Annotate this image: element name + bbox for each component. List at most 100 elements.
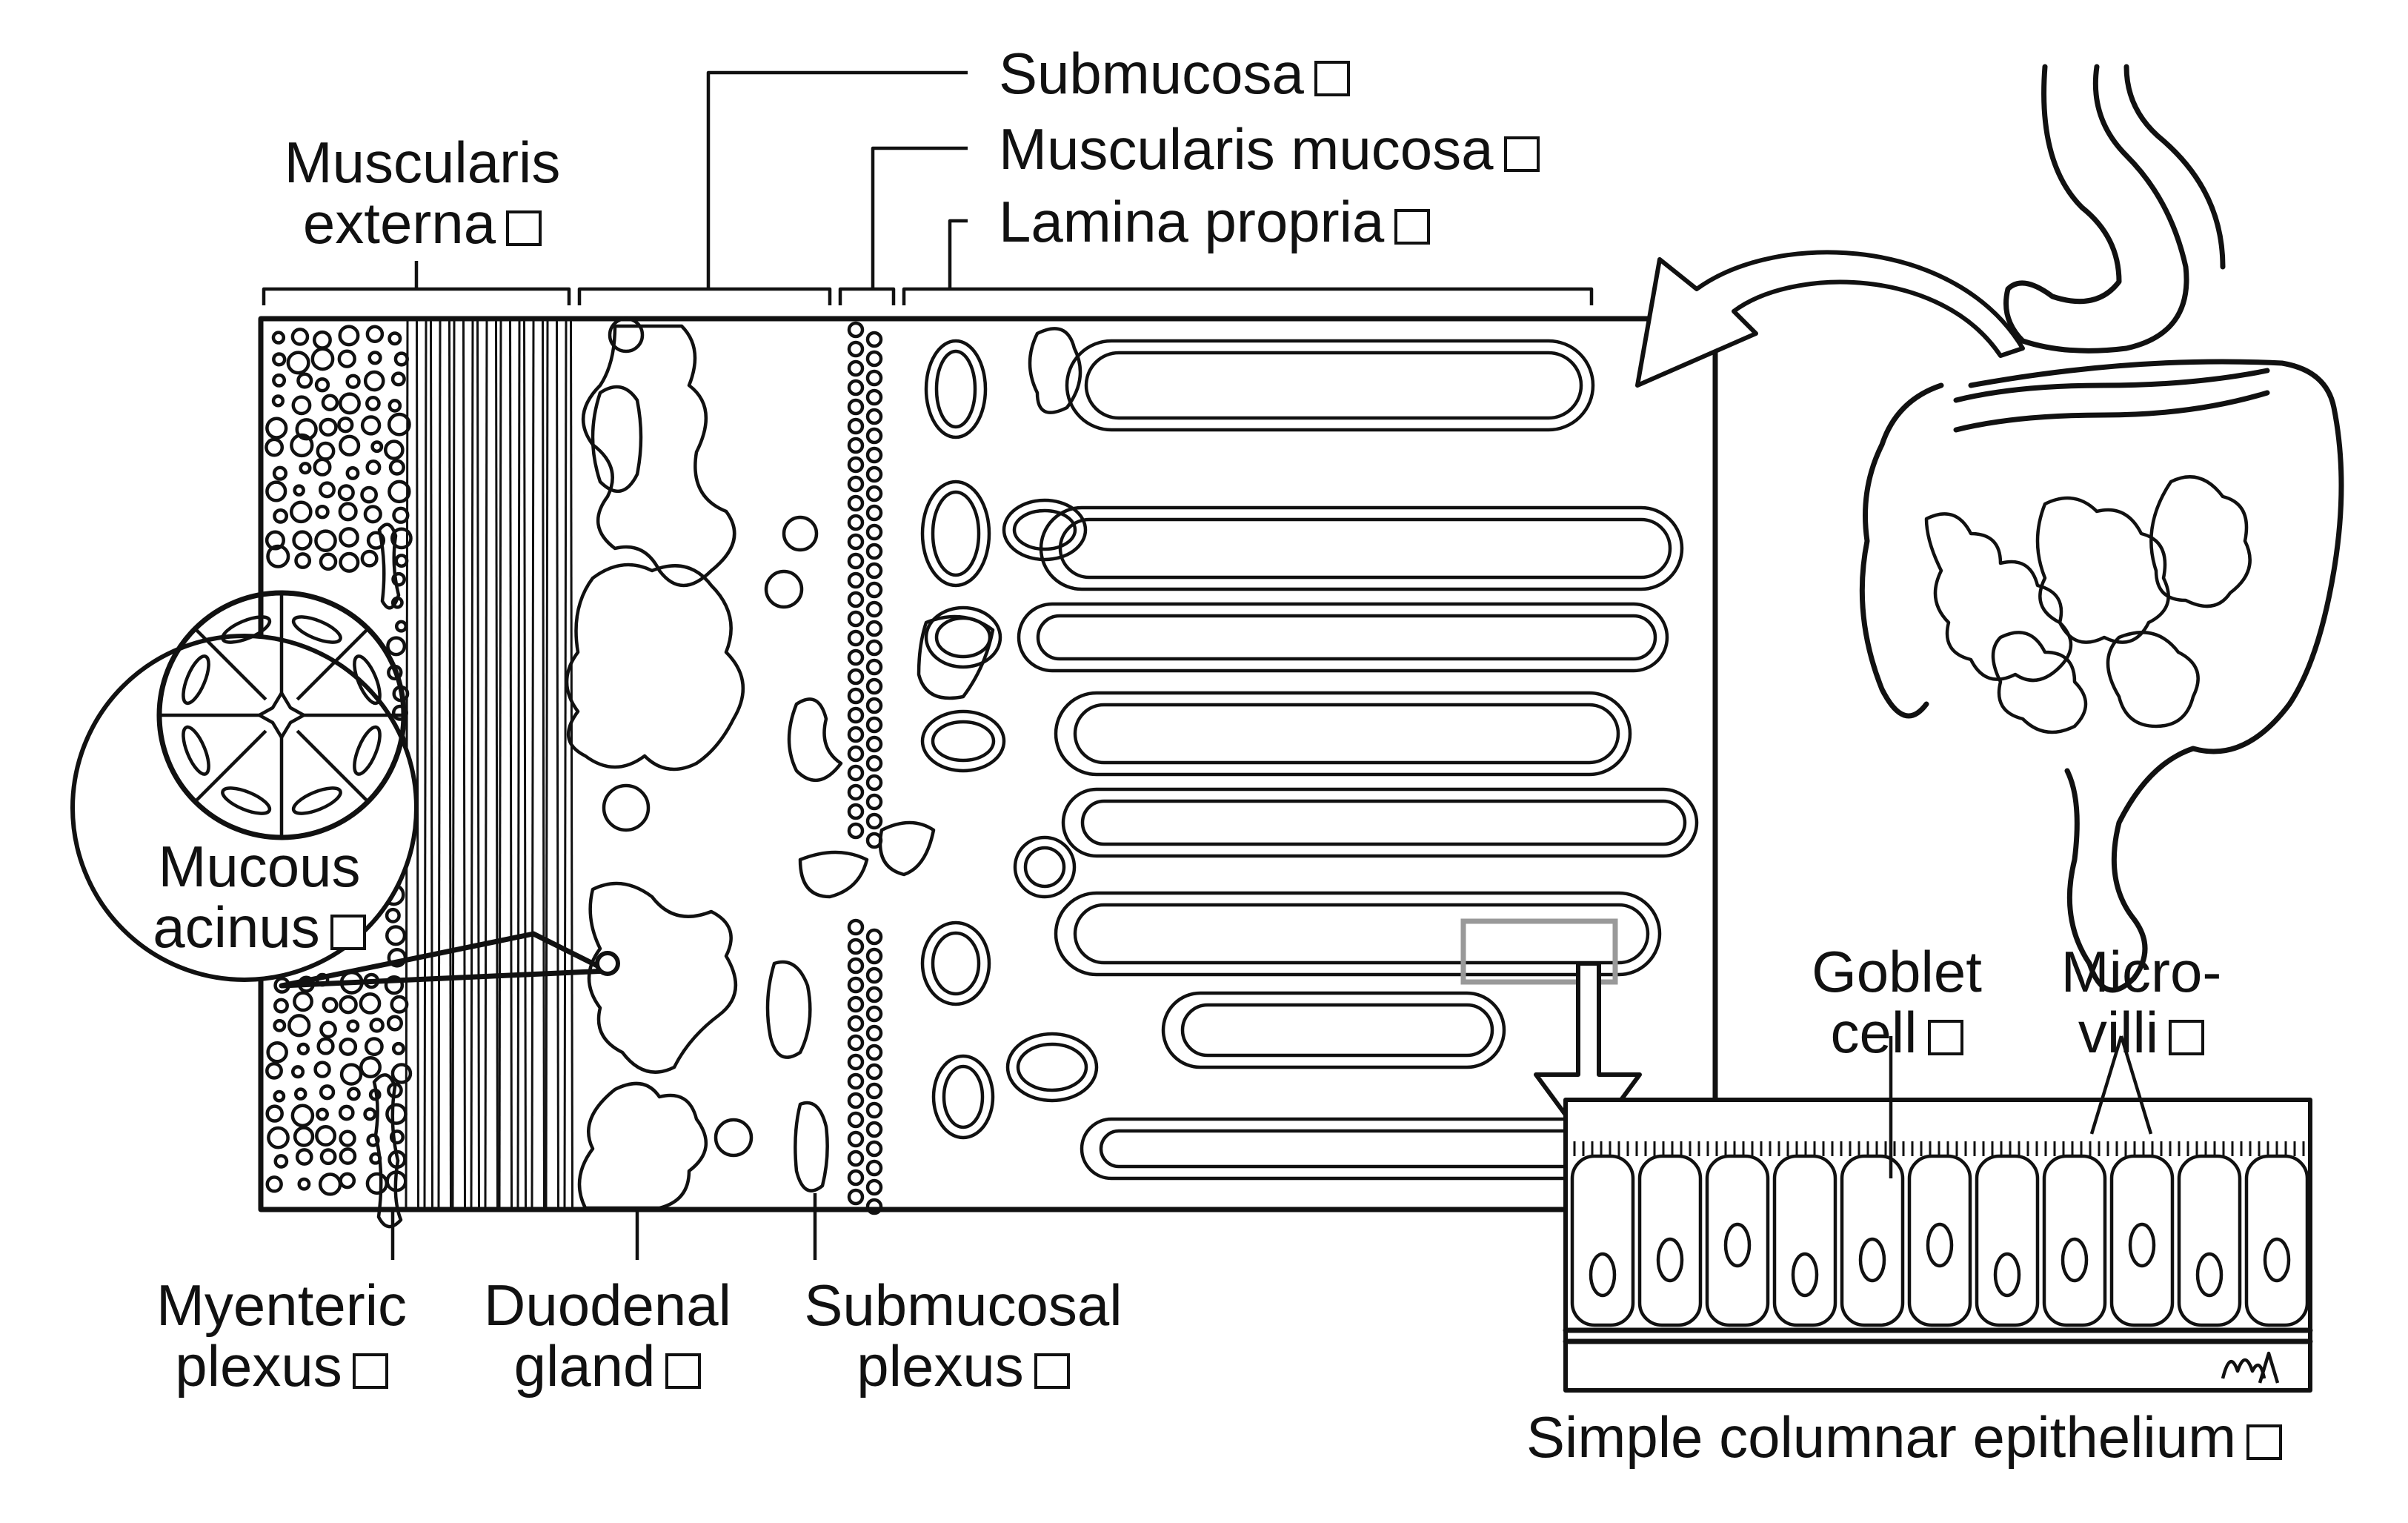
crypt-inner	[942, 1064, 985, 1129]
muscle-dot	[297, 1177, 311, 1191]
muscle-dot	[384, 975, 405, 995]
answer-checkbox-muscularis-mucosa[interactable]	[1503, 136, 1540, 172]
answer-checkbox-submucosa[interactable]	[1314, 61, 1350, 96]
muscle-fiber-line	[448, 319, 452, 1209]
muscle-dot	[387, 412, 411, 437]
acinus-nucleus	[353, 725, 382, 776]
muscle-dot	[363, 370, 385, 392]
answer-checkbox-goblet-cell[interactable]	[1927, 1020, 1963, 1055]
label-microvilli: Micro- villi	[2030, 941, 2252, 1063]
muscularis-mucosa-layer	[847, 321, 883, 1215]
label-goblet-cell-line2: cell	[1830, 1000, 1918, 1065]
cell-nucleus	[1791, 1252, 1819, 1298]
villus-outer	[1161, 991, 1506, 1069]
columnar-cell	[1570, 1154, 1635, 1327]
muscle-dot	[365, 396, 381, 411]
muscle-dot	[384, 439, 405, 460]
mucosa-dot	[865, 523, 883, 541]
label-myenteric-plexus-line2: plexus	[175, 1333, 342, 1398]
answer-checkbox-microvilli[interactable]	[2169, 1020, 2205, 1055]
muscle-dot	[339, 551, 360, 573]
muscle-dot	[338, 502, 358, 522]
muscle-dot	[339, 1129, 356, 1147]
mucosa-dot	[847, 938, 865, 955]
mucosa-dot	[847, 629, 865, 647]
myenteric-plexus-shape-lower	[372, 1073, 403, 1229]
mucosa-dot	[865, 735, 883, 753]
muscle-fiber-line	[423, 319, 428, 1209]
muscle-dot	[360, 415, 382, 436]
muscle-fiber-line	[495, 319, 499, 1209]
crypt-inner	[1016, 1042, 1088, 1092]
villus-inner	[1073, 703, 1620, 765]
muscle-dot	[265, 437, 285, 457]
muscle-dot	[265, 480, 287, 502]
acinus-nucleus	[221, 786, 272, 815]
muscle-dot	[388, 459, 405, 476]
curved-origin-arrow	[1635, 250, 2025, 388]
mucosa-dot	[865, 639, 883, 657]
mucosa-dot	[847, 957, 865, 975]
muscle-dot	[393, 351, 409, 367]
muscle-dot	[346, 1086, 361, 1101]
muscle-dot	[290, 328, 310, 346]
muscle-dot	[313, 457, 332, 477]
muscle-dot	[294, 552, 312, 569]
muscle-dot	[310, 347, 335, 371]
muscle-dot	[388, 331, 402, 346]
muscle-dot	[296, 1042, 310, 1056]
mucosa-dot	[847, 1034, 865, 1052]
mucosa-dot	[865, 1043, 883, 1061]
mucosa-dot	[847, 1092, 865, 1109]
mucosa-dot	[865, 1063, 883, 1081]
muscle-fiber-line	[462, 319, 466, 1209]
villus-inner	[1058, 517, 1672, 580]
muscle-dot	[273, 998, 289, 1014]
answer-checkbox-duodenal-gland[interactable]	[665, 1353, 702, 1389]
crypt-inner	[934, 349, 977, 429]
label-lamina-propria-text: Lamina propria	[999, 189, 1385, 254]
mucosa-dot	[847, 745, 865, 763]
muscle-dot	[265, 1175, 283, 1193]
answer-checkbox-muscularis-externa[interactable]	[506, 210, 542, 246]
muscle-dot	[394, 620, 408, 633]
muscle-dot	[322, 997, 339, 1014]
muscle-dot	[319, 1148, 337, 1166]
muscle-dot	[369, 1018, 385, 1033]
muscle-dot	[319, 1084, 336, 1101]
muscle-dot	[265, 530, 285, 551]
mucosa-dot	[847, 1111, 865, 1129]
answer-checkbox-lamina-propria[interactable]	[1394, 209, 1431, 245]
answer-checkbox-myenteric-plexus[interactable]	[352, 1353, 388, 1389]
columnar-cell	[1840, 1154, 1905, 1327]
muscle-dot	[312, 330, 332, 350]
mucosa-dot	[865, 1159, 883, 1177]
muscle-dot	[290, 1104, 315, 1128]
answer-checkbox-simple-columnar-epithelium[interactable]	[2246, 1424, 2283, 1460]
mucosa-dot	[847, 456, 865, 474]
cell-nucleus	[2061, 1237, 2089, 1283]
villus-inner	[1084, 351, 1583, 420]
label-mucous-acinus-line2: acinus	[153, 895, 320, 960]
acinus-nucleus	[182, 654, 210, 706]
muscularis-externa-longitudinal-layer	[405, 319, 573, 1209]
label-muscularis-externa-line2: externa	[302, 190, 496, 256]
mucosa-dot	[865, 465, 883, 483]
answer-checkbox-mucous-acinus[interactable]	[330, 915, 366, 950]
mucosa-dot	[865, 485, 883, 502]
muscle-dot	[339, 1147, 357, 1165]
answer-checkbox-submucosal-plexus[interactable]	[1034, 1353, 1070, 1389]
acinus-lumen	[257, 691, 306, 740]
acinus-nucleus	[182, 725, 210, 776]
muscle-fiber-line	[437, 319, 442, 1209]
mucosa-dot	[865, 697, 883, 714]
mucosa-dot	[847, 610, 865, 628]
muscle-dot	[319, 1021, 337, 1039]
muscle-dot	[367, 351, 382, 365]
acinus-nucleus	[291, 786, 342, 815]
crypt-outer	[1002, 498, 1088, 562]
villus-outer	[1065, 339, 1595, 432]
muscle-dot	[339, 1063, 363, 1086]
crypt-inner	[931, 490, 981, 577]
